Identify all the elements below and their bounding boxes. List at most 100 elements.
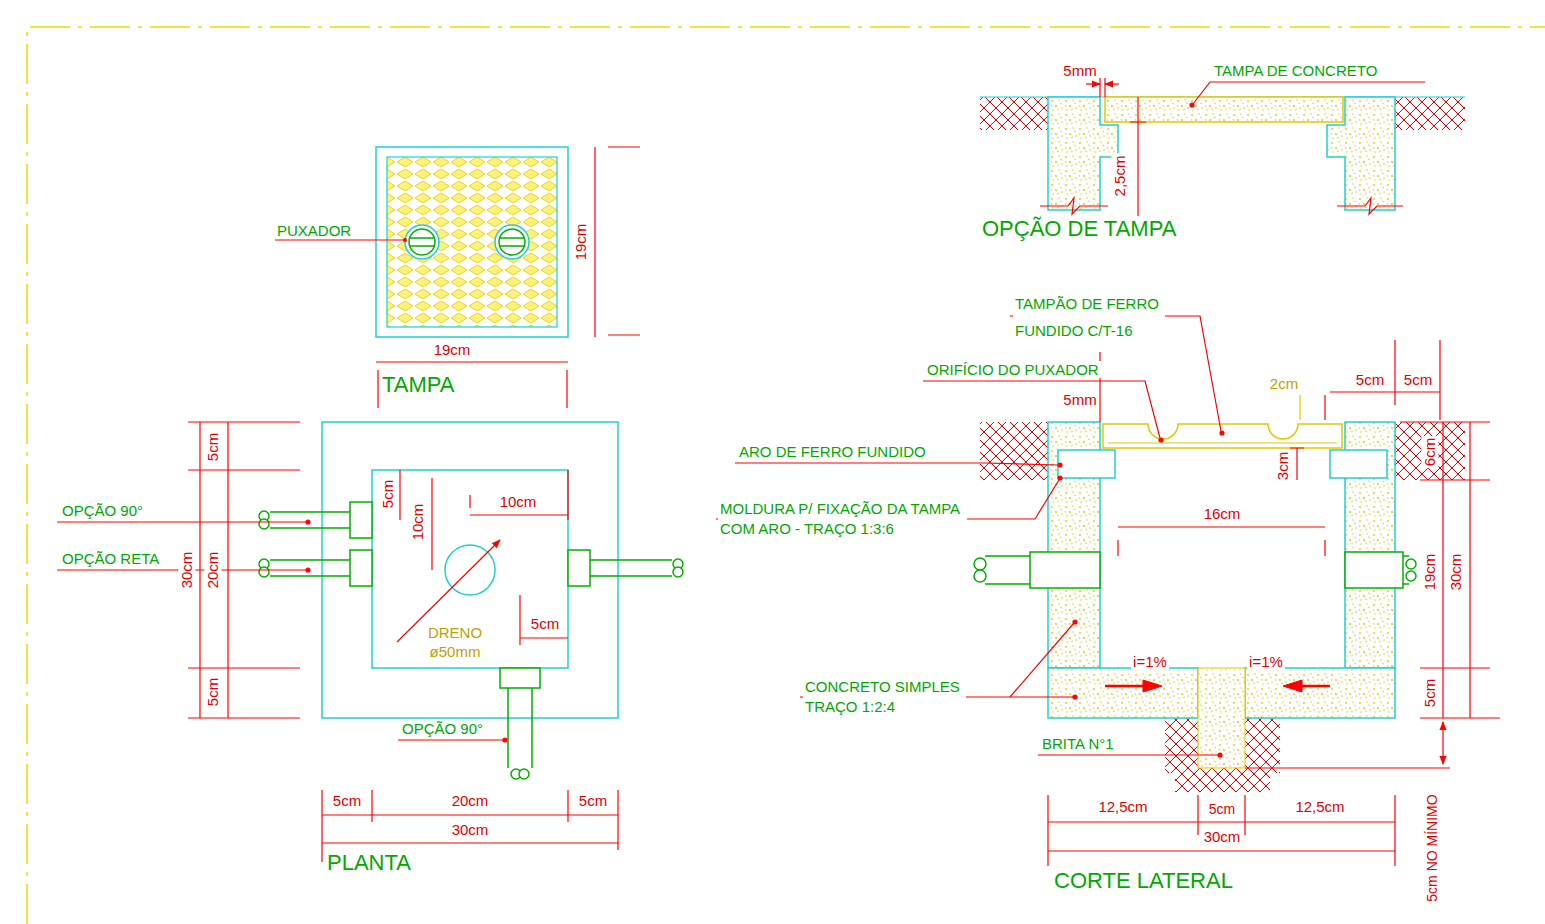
pipe-symbol: [259, 502, 683, 779]
dimension-label: 19cm: [432, 341, 473, 358]
leader-line: [398, 739, 503, 740]
dimension-label: 5cm: [1354, 371, 1386, 388]
leader-line: [57, 521, 306, 522]
dimension-label: 5cm: [529, 615, 561, 632]
box-section: [1245, 718, 1280, 773]
pipe-symbol: [508, 688, 532, 768]
pipe-symbol: [590, 560, 672, 576]
dimension-line: [431, 478, 432, 570]
box-section: [1165, 718, 1198, 773]
box-section: [1058, 450, 1115, 478]
dimension-line: [1086, 78, 1146, 226]
dimension-label: 5mm: [1061, 62, 1098, 79]
dimension-label: 5cm NO MÍNIMO: [1424, 792, 1440, 903]
dimension-label: 12,5cm: [1096, 798, 1149, 815]
lid-option-section: [1395, 97, 1465, 130]
dimension-line: [188, 422, 618, 862]
dimension-line: [595, 147, 640, 337]
part-label: MOLDURA P/ FIXAÇÃO DA TAMPA COM ARO - TR…: [718, 499, 967, 539]
lid-option-section: [1040, 198, 1108, 214]
lid-option-section: [980, 97, 1465, 214]
leader-line: [1058, 463, 1062, 467]
dimension-line: [1290, 448, 1304, 480]
dimension-line: [1105, 83, 1119, 84]
dimension-line: [1100, 78, 1105, 97]
leader-line: [923, 381, 1160, 438]
leader-line: [275, 239, 405, 240]
slope-label: i=1%: [1247, 653, 1285, 670]
leader-line: [57, 520, 507, 742]
dimension-label: 10cm: [409, 502, 426, 543]
leader-line: [716, 316, 1224, 757]
part-label: OPÇÃO RETA: [60, 550, 161, 567]
pipe-symbol: [974, 570, 986, 582]
part-label: TAMPÃO DE FERRO FUNDIDO C/T-16: [1013, 290, 1165, 344]
dimension-line: [520, 595, 568, 645]
part-label: CONCRETO SIMPLES TRAÇO 1:2:4: [803, 677, 966, 717]
dimension-label: 5cm: [1421, 677, 1438, 709]
pipe-symbol: [1345, 552, 1403, 588]
lid-plan: [500, 238, 524, 246]
dimension-line: [397, 540, 500, 642]
part-label: BRITA N°1: [1040, 735, 1116, 752]
dimension-label: 16cm: [1202, 505, 1243, 522]
dimension-label: 5mm: [1061, 391, 1098, 408]
pipe-symbol: [568, 550, 590, 586]
dimension-label: 5cm: [577, 792, 609, 809]
dimension-line: [1299, 395, 1300, 420]
dimension-label: 20cm: [450, 792, 491, 809]
part-label: DRENO: [426, 624, 484, 641]
pipe-symbol: [985, 556, 1030, 584]
dimension-line: [322, 815, 618, 843]
part-label: OPÇÃO 90°: [400, 720, 485, 737]
slope-label: i=1%: [1131, 653, 1169, 670]
leader-line: [503, 738, 507, 742]
box-plan: [372, 470, 568, 668]
dimension-label: 3cm: [1274, 450, 1291, 482]
leader-line: [1193, 82, 1425, 104]
pipe-symbol: [974, 552, 1416, 588]
dimension-label: ø50mm: [428, 643, 483, 660]
pipe-symbol: [1406, 559, 1416, 569]
sheet-border: [27, 27, 1545, 924]
dimension-line: [1400, 422, 1500, 718]
leader-line: [403, 238, 407, 242]
leader-line: [306, 568, 310, 572]
box-plan: [322, 422, 618, 718]
slope-arrow: [1300, 685, 1330, 688]
lid-plan: [376, 147, 568, 337]
view-title: TAMPA: [380, 372, 457, 397]
lid-plan: [409, 229, 435, 255]
box-section: [1108, 443, 1337, 444]
dimension-label: 5cm: [1402, 371, 1434, 388]
dimension-line: [1325, 340, 1440, 420]
leader-line: [1218, 753, 1222, 757]
pipe-symbol: [519, 769, 529, 779]
pipe-symbol: [500, 668, 540, 688]
part-label: ARO DE FERRO FUNDIDO: [737, 443, 928, 460]
dimension-line: [1086, 83, 1100, 84]
dimension-label: 30cm: [178, 550, 195, 591]
pipe-symbol: [673, 567, 683, 577]
lid-plan: [376, 147, 568, 337]
slope-arrow: [1283, 680, 1302, 692]
slope-arrow: [1105, 685, 1145, 688]
dimension-line: [1330, 391, 1440, 392]
dimension-line: [1118, 527, 1325, 556]
lid-plan: [405, 225, 439, 259]
leader-line: [1073, 695, 1077, 699]
slope-arrow: [1143, 680, 1162, 692]
dimension-line: [1130, 97, 1146, 226]
lid-option-section: [1337, 198, 1403, 214]
dimension-line: [1048, 795, 1395, 866]
dimension-label: 10cm: [498, 493, 539, 510]
dimension-label: 30cm: [450, 821, 491, 838]
pipe-symbol: [350, 550, 372, 586]
dimension-label: 5cm: [204, 431, 221, 463]
box-section: [1330, 450, 1387, 478]
dimension-line: [470, 470, 568, 520]
part-label: PUXADOR: [275, 222, 353, 239]
dimension-label: 5cm: [1207, 801, 1237, 817]
lid-plan: [499, 229, 525, 255]
